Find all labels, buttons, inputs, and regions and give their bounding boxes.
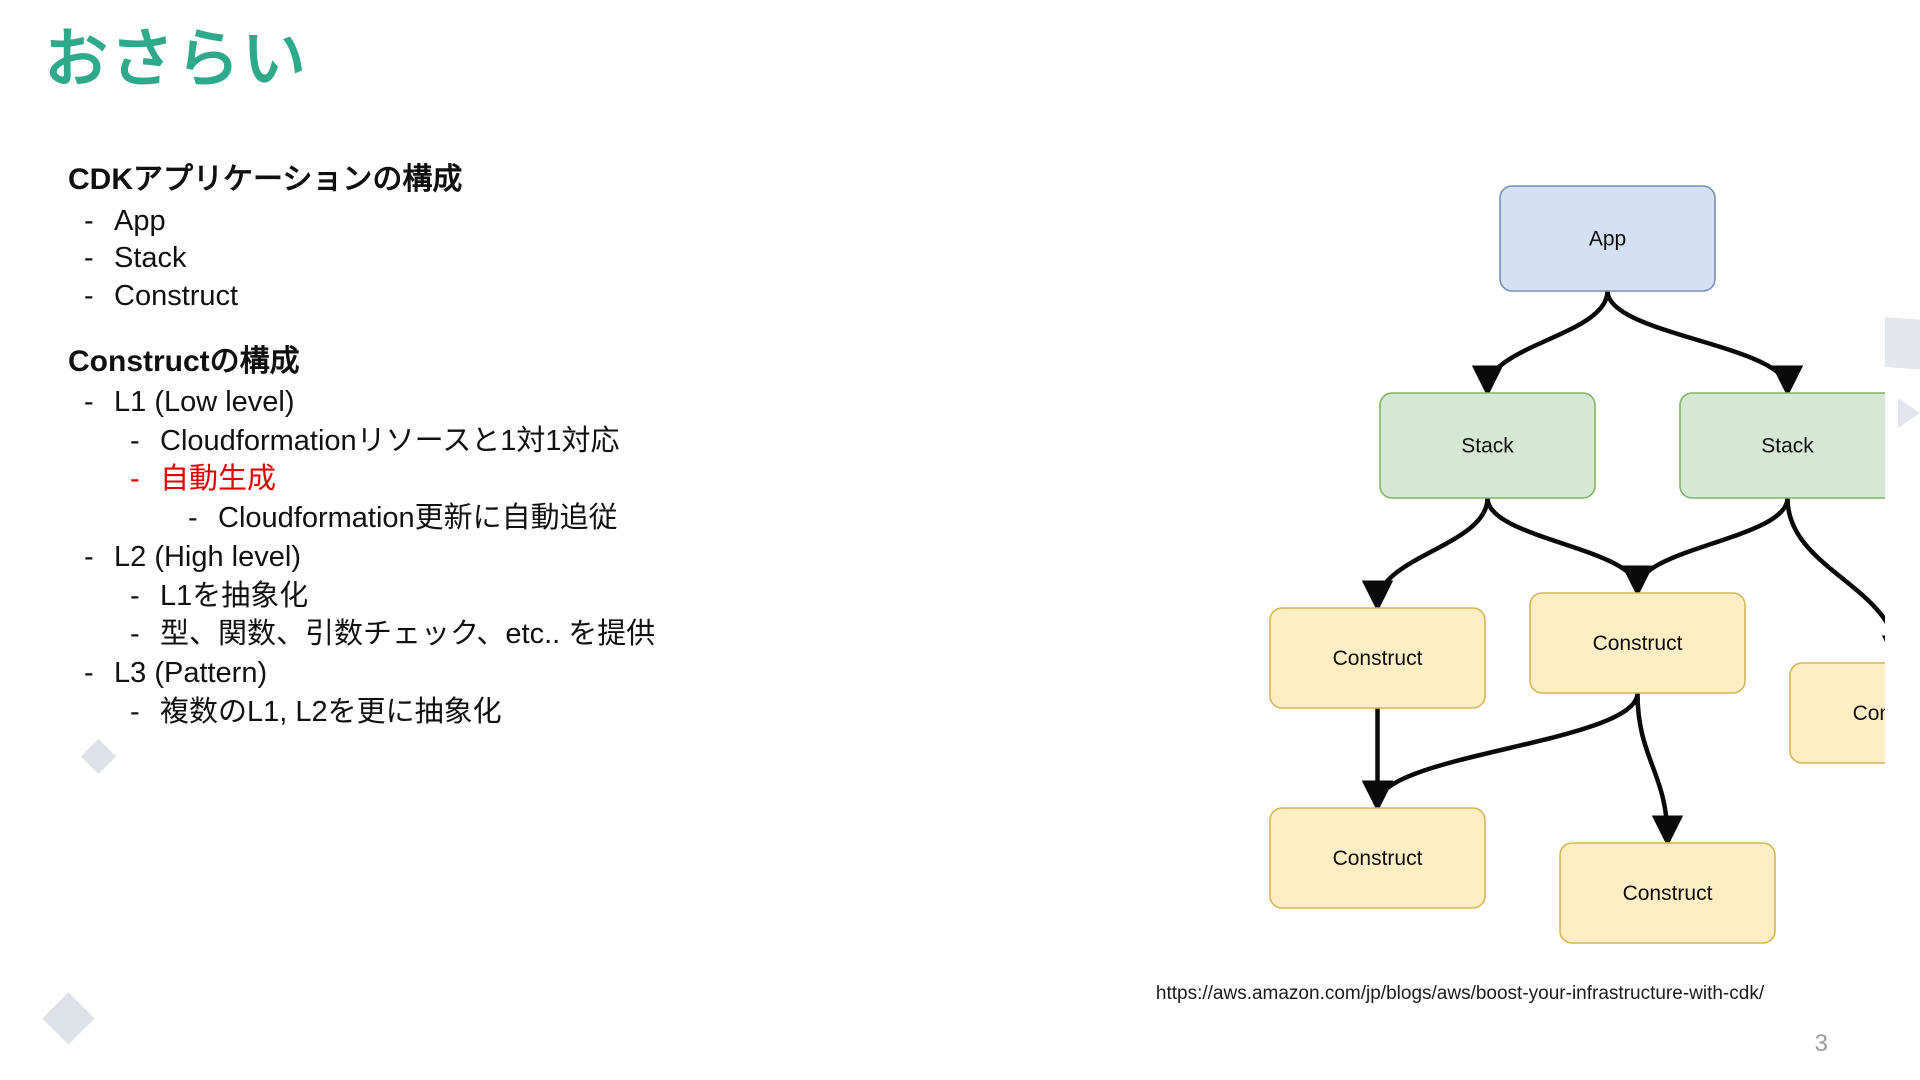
list-item-label: Cloudformationリソースと1対1対応 — [160, 424, 620, 457]
node-label: Stack — [1461, 435, 1514, 458]
diagram-node-app: App — [1499, 185, 1716, 292]
node-box — [1379, 392, 1596, 499]
node-box — [1269, 807, 1486, 909]
list-item: - Construct — [0, 278, 850, 316]
bullet-list-construct: - L1 (Low level) - Cloudformationリソースと1対… — [0, 384, 850, 731]
diagram-edge — [1471, 288, 1610, 397]
diagram-node-stack: Stack — [1379, 392, 1596, 499]
node-box — [1499, 185, 1716, 292]
decorative-diamond-upper — [80, 738, 117, 775]
list-item: - App — [0, 203, 850, 241]
bullet-list-cdk-app: - App - Stack - Construct — [0, 203, 850, 316]
bullet-dash-icon: - — [84, 540, 94, 573]
node-label: App — [1589, 228, 1626, 251]
diagram-edge — [1635, 690, 1684, 847]
decorative-diamond-lower — [42, 992, 95, 1045]
node-label: Construct — [1623, 882, 1713, 905]
diagram-node-construct: Construct — [1559, 842, 1776, 944]
bullet-dash-icon: - — [188, 502, 198, 535]
diagram-edge — [1361, 495, 1490, 612]
content-column: CDKアプリケーションの構成 - App - Stack - Construct… — [0, 160, 850, 731]
list-item-label: 自動生成 — [160, 463, 277, 496]
list-item: - L1を抽象化 — [0, 578, 850, 616]
section-heading-construct: Constructの構成 — [68, 344, 300, 378]
list-item-label: Stack — [114, 242, 187, 275]
diagram-svg: AppStackStackConstructConstructConstruct… — [1269, 185, 1885, 944]
bullet-dash-icon: - — [84, 656, 94, 689]
diagram-edge — [1485, 495, 1654, 597]
list-item: - L1 (Low level) — [0, 384, 850, 422]
bullet-dash-icon: - — [84, 279, 94, 312]
list-item-label: L3 (Pattern) — [114, 656, 268, 689]
bullet-dash-icon: - — [84, 386, 94, 419]
list-item: - L3 (Pattern) — [0, 655, 850, 693]
node-box — [1789, 662, 1885, 764]
node-box — [1269, 607, 1486, 709]
node-label: Construct — [1333, 847, 1423, 870]
figure-source-caption: https://aws.amazon.com/jp/blogs/aws/boos… — [1155, 983, 1765, 1004]
diagram-edges — [1361, 288, 1885, 847]
list-item: - 複数のL1, L2を更に抽象化 — [0, 694, 850, 732]
bullet-dash-icon: - — [84, 204, 94, 237]
bullet-dash-icon: - — [130, 463, 140, 496]
list-item: - Cloudformation更新に自動追従 — [0, 500, 850, 538]
page-title: おさらい — [44, 23, 308, 95]
bullet-dash-icon: - — [130, 695, 140, 728]
list-item: - L2 (High level) — [0, 539, 850, 577]
list-item-label: 複数のL1, L2を更に抽象化 — [160, 695, 502, 728]
diagram-edge — [1361, 690, 1640, 812]
diagram-edge — [1785, 495, 1885, 667]
list-item-label: L1 (Low level) — [114, 386, 295, 419]
list-item-label: L2 (High level) — [114, 540, 301, 573]
node-label: Construct — [1333, 647, 1423, 670]
list-item-label: L1を抽象化 — [160, 579, 309, 612]
node-label: Construct — [1593, 632, 1683, 655]
diagram-nodes: AppStackStackConstructConstructConstruct… — [1269, 185, 1885, 944]
list-item-label: Construct — [114, 279, 239, 312]
list-item-label: App — [114, 204, 166, 237]
diagram-edge — [1621, 495, 1790, 597]
node-label: Stack — [1761, 435, 1814, 458]
diagram-node-construct: Construct — [1269, 607, 1486, 709]
list-item-label: Cloudformation更新に自動追従 — [218, 502, 618, 535]
list-item: - 型、関数、引数チェック、etc.. を提供 — [0, 616, 850, 654]
diagram-node-construct: Construct — [1789, 662, 1885, 764]
bullet-dash-icon: - — [130, 579, 140, 612]
node-box — [1679, 392, 1885, 499]
bullet-dash-icon: - — [130, 424, 140, 457]
node-box — [1559, 842, 1776, 944]
node-box — [1529, 592, 1746, 694]
architecture-diagram: AppStackStackConstructConstructConstruct… — [1035, 158, 1885, 970]
list-item-label: 型、関数、引数チェック、etc.. を提供 — [160, 618, 656, 651]
page-number: 3 — [1814, 1030, 1828, 1057]
bullet-dash-icon: - — [84, 242, 94, 275]
list-item: - Stack — [0, 240, 850, 278]
diagram-edge — [1605, 288, 1804, 397]
diagram-node-stack: Stack — [1679, 392, 1885, 499]
diagram-node-construct: Construct — [1529, 592, 1746, 694]
list-item-highlighted: - 自動生成 — [0, 461, 850, 499]
node-label: Construct — [1853, 702, 1885, 725]
decorative-triangle-right-edge — [1898, 398, 1920, 428]
section-heading-cdk-app: CDKアプリケーションの構成 — [68, 163, 463, 196]
bullet-dash-icon: - — [130, 618, 140, 651]
diagram-node-construct: Construct — [1269, 807, 1486, 909]
list-item: - Cloudformationリソースと1対1対応 — [0, 423, 850, 461]
